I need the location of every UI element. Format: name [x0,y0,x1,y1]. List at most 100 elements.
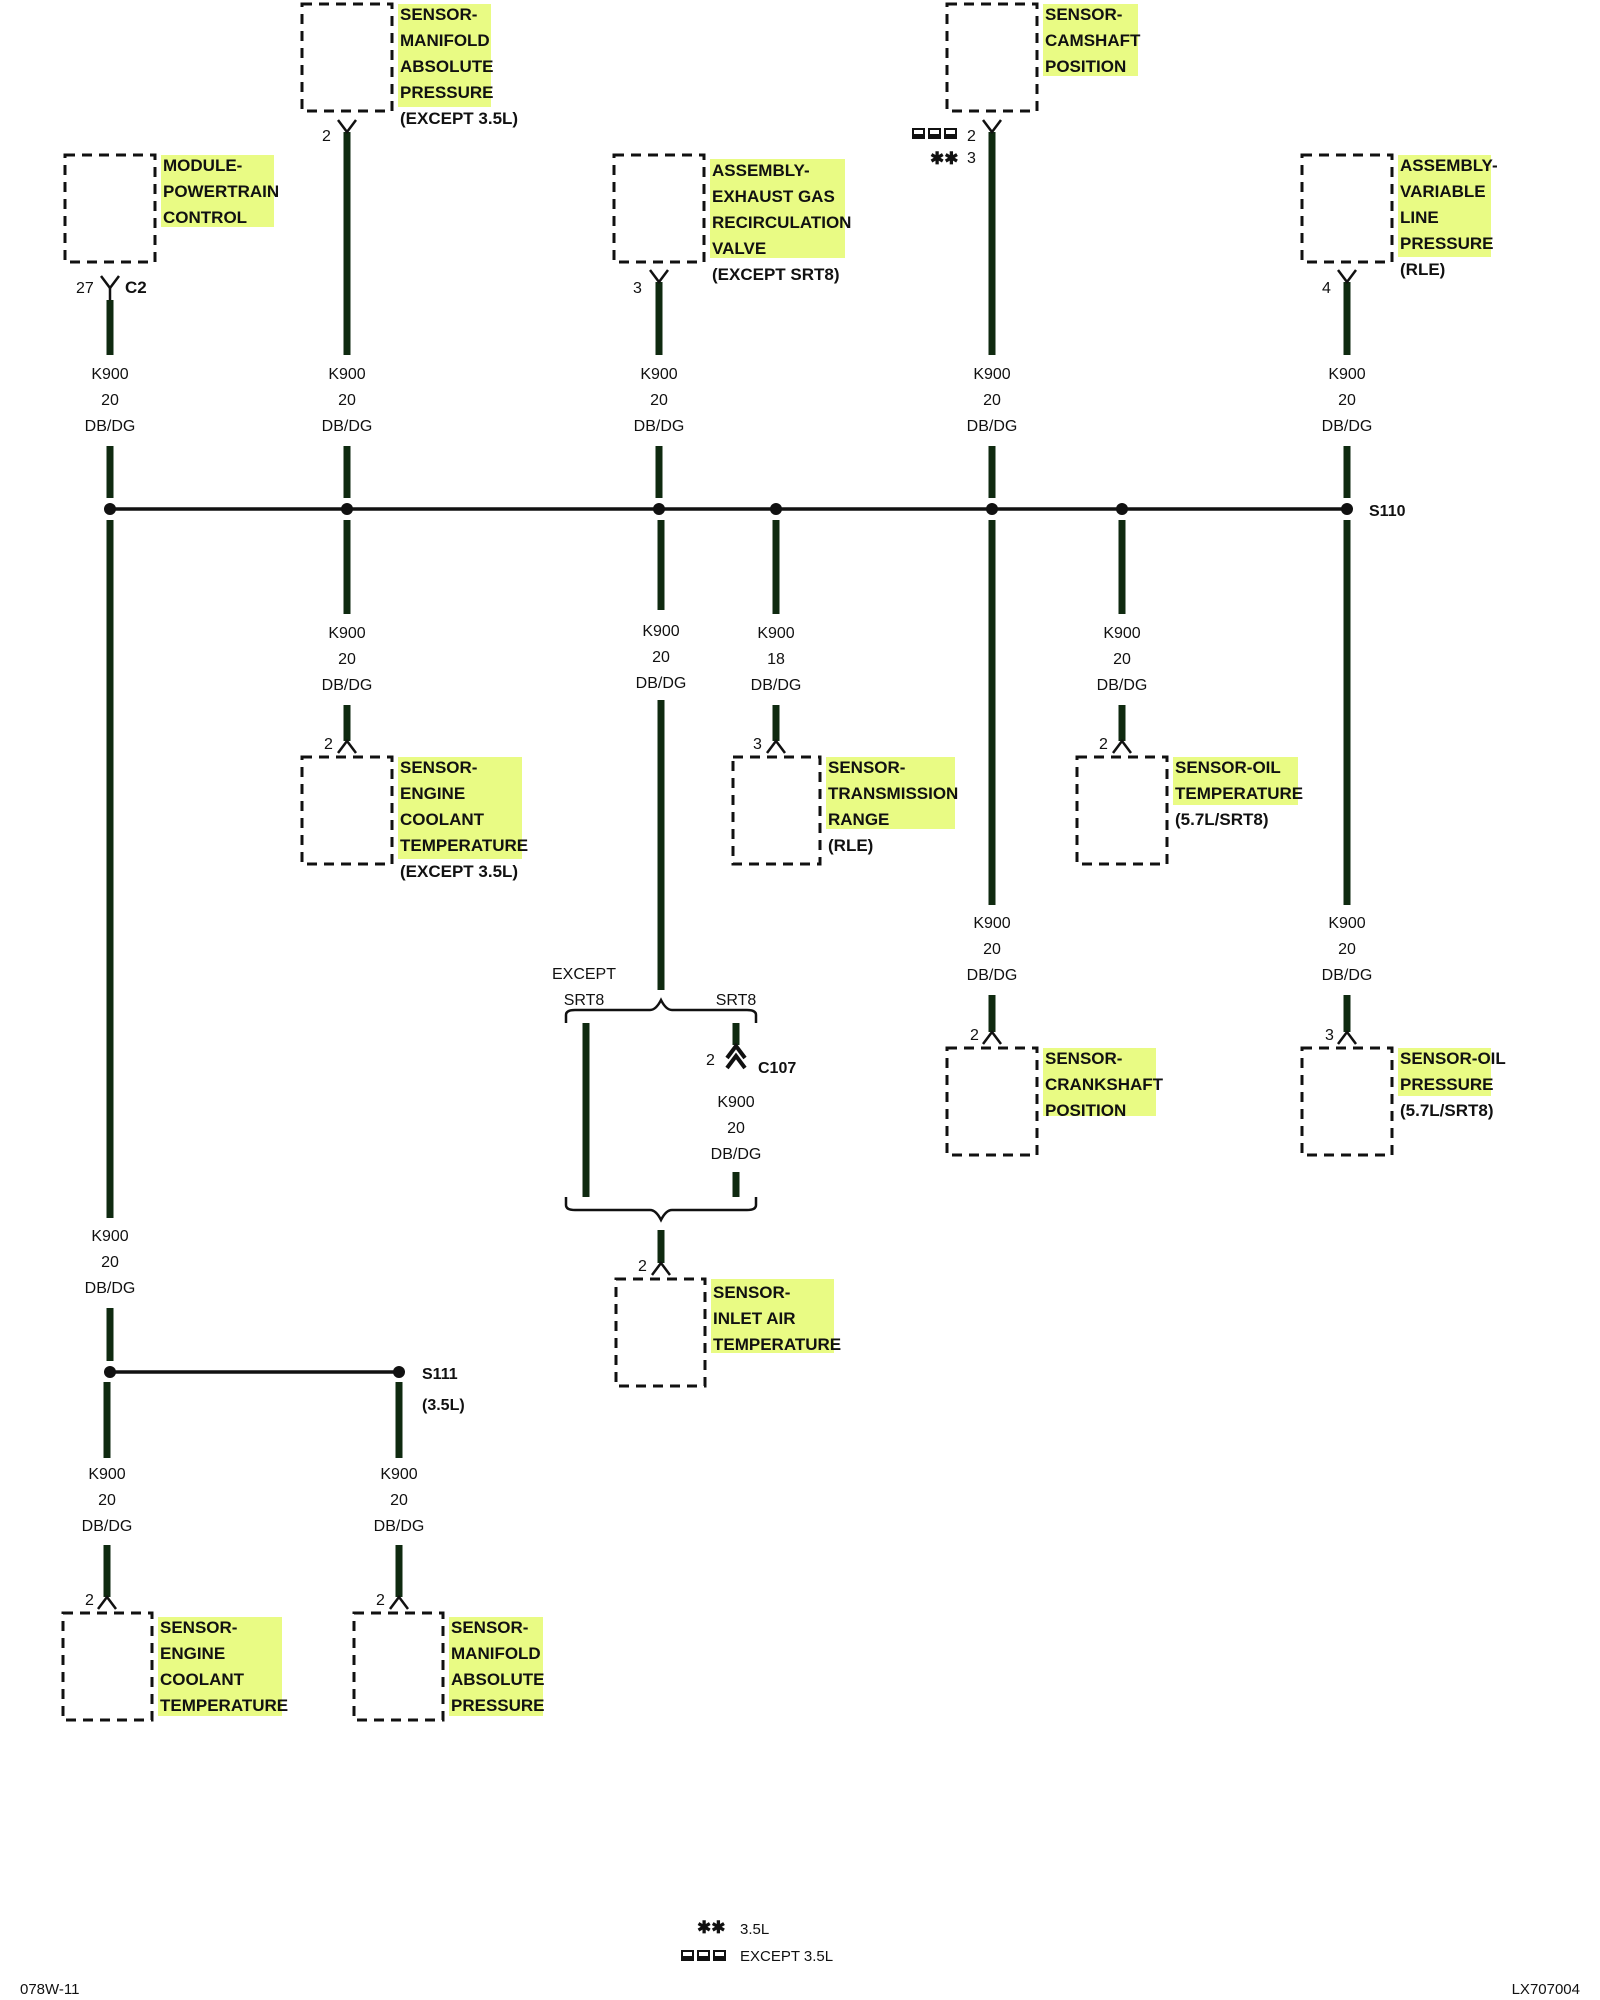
ckp-sensor-pin: 2 [970,1027,979,1044]
ect-sensor-bottom-pin: 2 [85,1592,94,1609]
splice-dot [1341,503,1353,515]
label-highlight [1043,4,1138,76]
connector-y-icon [100,275,120,291]
label-highlight [1043,1048,1156,1116]
connector-y-icon [982,119,1002,135]
legend-star-icon: ✱✱ [697,1918,726,1937]
label-highlight [1398,1048,1491,1096]
vlp-assembly-pin: 4 [1322,280,1331,297]
connector-caret-icon [97,1594,117,1610]
pcm-box [63,153,157,264]
iat-sensor-label: SENSOR- INLET AIR TEMPERATURE [713,1283,841,1354]
pcm-connector-c2: C2 [125,278,147,297]
oil-temp-sensor-pin: 2 [1099,736,1108,753]
splice-s110-label: S110 [1369,503,1406,520]
splice-s111-note: (3.5L) [422,1397,465,1414]
egr-valve-label: ASSEMBLY- EXHAUST GAS RECIRCULATION VALV… [712,161,856,258]
map-sensor-bottom-box [352,1611,445,1722]
vlp-assembly-note: (RLE) [1400,260,1445,279]
trs-sensor-pin: 3 [753,736,762,753]
label-highlight [1173,757,1298,805]
trs-sensor-box [731,755,822,866]
connector-c107-label: C107 [758,1060,796,1077]
map-sensor-bottom-label: SENSOR- MANIFOLD ABSOLUTE PRESSURE [451,1618,549,1715]
egr-valve-box [612,153,706,264]
legend-star-text: 3.5L [740,1921,769,1938]
ect-sensor-bottom-label: SENSOR- ENGINE COOLANT TEMPERATURE [160,1618,288,1715]
map-sensor-bottom-pin: 2 [376,1592,385,1609]
cam-sensor-label: SENSOR- CAMSHAFT POSITION [1045,5,1145,76]
star-3.5l-icon: ✱✱ [930,149,959,168]
label-highlight [398,757,522,859]
pcm-label: MODULE- POWERTRAIN CONTROL [163,156,284,227]
label-highlight [1398,155,1491,257]
label-highlight [398,4,491,107]
legend-box-text: EXCEPT 3.5L [740,1948,833,1965]
cam-sensor-pin-3.5l: 3 [967,150,976,167]
iat-sensor-box [614,1277,707,1388]
map-sensor-top-pin: 2 [322,128,331,145]
egr-valve-note: (EXCEPT SRT8) [712,265,840,284]
cam-sensor-box [945,2,1039,113]
oil-pressure-sensor-note: (5.7L/SRT8) [1400,1101,1494,1120]
branch-srt8-label: SRT8 [716,992,757,1009]
splice-dot [770,503,782,515]
ect-sensor-mid-box [300,755,394,866]
c107-connector-icon [725,1052,747,1070]
splice-dot [104,1366,116,1378]
connector-y-icon [649,269,669,285]
label-highlight [449,1617,543,1716]
ckp-sensor-box [945,1046,1039,1157]
map-sensor-top-label: SENSOR- MANIFOLD ABSOLUTE PRESSURE [400,5,498,102]
ect-sensor-mid-note: (EXCEPT 3.5L) [400,862,518,881]
trs-sensor-note: (RLE) [828,836,873,855]
label-highlight [826,757,955,829]
iat-sensor-pin: 2 [638,1258,647,1275]
connector-caret-icon [337,738,357,754]
connector-caret-icon [766,738,786,754]
oil-pressure-sensor-box [1300,1046,1394,1157]
map-sensor-top-note: (EXCEPT 3.5L) [400,109,518,128]
connector-caret-icon [1337,1029,1357,1045]
connector-y-icon [1337,269,1357,285]
label-highlight [710,159,845,258]
splice-dot [104,503,116,515]
ect-sensor-mid-label: SENSOR- ENGINE COOLANT TEMPERATURE [400,758,528,855]
trs-sensor-label: SENSOR- TRANSMISSION RANGE [828,758,963,829]
ect-sensor-mid-pin: 2 [324,736,333,753]
footer-right-code: LX707004 [1512,1981,1580,1998]
c107-connector-icon [725,1042,747,1060]
cam-sensor-pin: 2 [967,128,976,145]
pcm-pin: 27 [76,280,94,297]
vlp-assembly-label: ASSEMBLY- VARIABLE LINE PRESSURE [1400,156,1502,253]
splice-s111-label: S111 [422,1366,458,1383]
oil-pressure-sensor-label: SENSOR-OIL PRESSURE [1400,1049,1510,1094]
footer-left-code: 078W-11 [20,1981,79,1998]
connector-caret-icon [1112,738,1132,754]
label-highlight [158,1617,282,1716]
legend-box-icon [681,1950,726,1961]
connector-c107-pin: 2 [706,1052,715,1069]
connector-caret-icon [389,1594,409,1610]
splice-dot [653,503,665,515]
oil-temp-sensor-label: SENSOR-OIL TEMPERATURE [1175,758,1303,803]
vlp-assembly-box [1300,153,1394,264]
egr-valve-pin: 3 [633,280,642,297]
splice-dot [341,503,353,515]
connector-caret-icon [982,1029,1002,1045]
